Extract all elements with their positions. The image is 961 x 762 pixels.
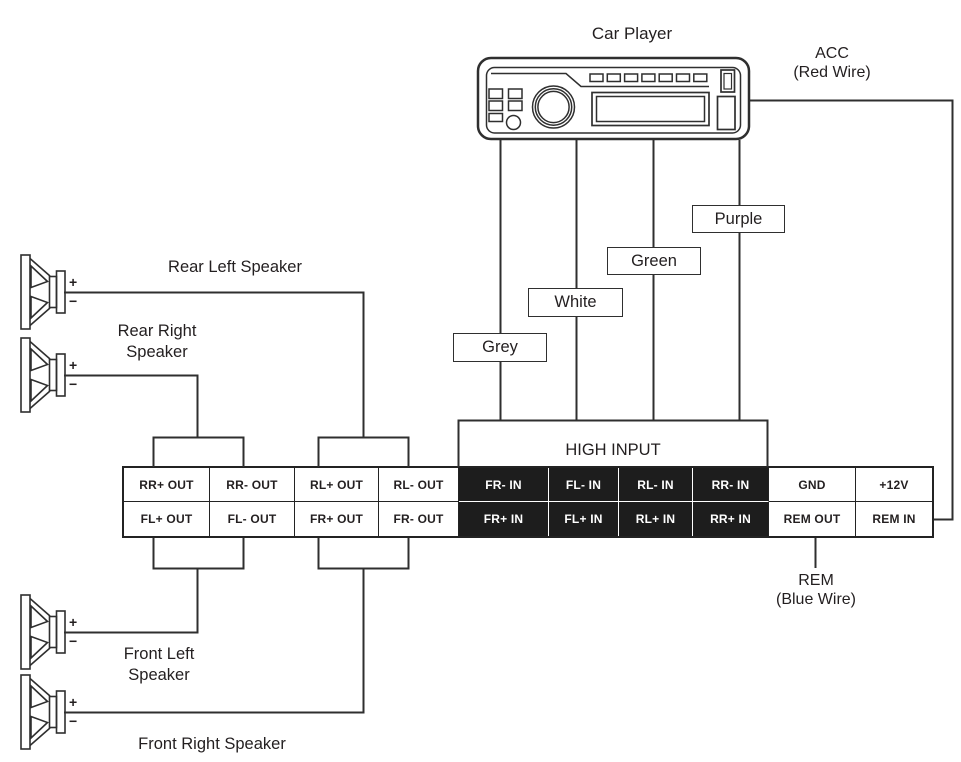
terminal-fl-minus-out: FL- OUT [210,502,295,536]
terminal-rr-plus-in: RR+ IN [693,502,769,536]
terminal-row-bottom: FL+ OUT FL- OUT FR+ OUT FR- OUT FR+ IN F… [124,502,932,536]
car-player-label: Car Player [591,24,673,43]
terminal-rl-plus-in: RL+ IN [619,502,693,536]
terminal-gnd: GND [769,468,856,502]
rear-right-plus-mark: + [69,357,78,373]
high-input-label: HIGH INPUT [565,441,661,459]
terminal-rl-minus-in: RL- IN [619,468,693,502]
terminal-fr-minus-in: FR- IN [459,468,549,502]
rem-wire-label-line2: (Blue Wire) [775,591,856,608]
terminal-rem-out: REM OUT [769,502,856,536]
terminal-fl-plus-out: FL+ OUT [124,502,210,536]
terminal-rr-minus-out: RR- OUT [210,468,295,502]
terminal-fr-plus-out: FR+ OUT [295,502,379,536]
acc-wire-label: ACC (Red Wire) [752,44,912,82]
rem-wire-label: REM (Blue Wire) [736,571,896,609]
rear-left-plus-mark: + [69,274,78,290]
front-left-plus-mark: + [69,614,78,630]
terminal-rr-plus-out: RR+ OUT [124,468,210,502]
wire-tag-purple: Purple [692,205,785,233]
front-right-plus-mark: + [69,694,78,710]
display-screen [591,91,710,127]
speaker-icons [20,254,66,750]
wire-tag-white: White [528,288,623,317]
front-left-speaker-label: Front Left Speaker [79,644,239,686]
terminal-rl-plus-out: RL+ OUT [295,468,379,502]
right-button-cluster [716,69,736,131]
rem-wire-label-line1: REM [798,572,834,589]
preset-buttons [589,73,708,83]
left-button-cluster [488,88,523,131]
front-right-speaker-icon [20,674,66,750]
wire-rear-right-speaker [64,374,199,437]
head-unit-trim-line [491,72,709,88]
terminal-fl-plus-in: FL+ IN [549,502,619,536]
bracket-fr-out [317,538,410,570]
terminal-fl-minus-in: FL- IN [549,468,619,502]
front-left-speaker-icon [20,594,66,670]
terminal-row-top: RR+ OUT RR- OUT RL+ OUT RL- OUT FR- IN F… [124,468,932,502]
wire-tag-grey: Grey [453,333,547,362]
front-right-speaker-label: Front Right Speaker [138,735,286,753]
wire-rear-left-speaker [64,291,365,437]
wire-front-right-speaker [64,568,365,714]
rear-right-speaker-label-line2: Speaker [126,343,188,361]
terminal-12v: +12V [856,468,932,502]
terminal-rem-in: REM IN [856,502,932,536]
acc-wire-label-line2: (Red Wire) [793,64,871,81]
front-left-speaker-label-line1: Front Left [123,645,195,663]
amplifier-terminal-block: RR+ OUT RR- OUT RL+ OUT RL- OUT FR- IN F… [122,466,934,538]
car-player-drawing [476,56,751,141]
bracket-fl-out [152,538,245,570]
volume-knob [531,85,576,129]
front-left-minus-mark: − [69,633,78,649]
terminal-rl-minus-out: RL- OUT [379,468,459,502]
rear-left-speaker-label: Rear Left Speaker [168,258,302,276]
rear-left-minus-mark: − [69,293,78,309]
head-unit-faceplate [476,56,751,141]
wire-front-left-speaker [64,568,199,634]
front-left-speaker-label-line2: Speaker [128,666,190,684]
front-right-minus-mark: − [69,713,78,729]
bracket-rr-out [152,436,245,467]
wire-tag-green: Green [607,247,701,275]
rear-right-speaker-label: Rear Right Speaker [77,321,237,363]
head-unit-panel [485,66,742,134]
acc-wire-label-line1: ACC [815,45,849,62]
terminal-fr-minus-out: FR- OUT [379,502,459,536]
rear-left-speaker-icon [20,254,66,330]
terminal-rr-minus-in: RR- IN [693,468,769,502]
terminal-fr-plus-in: FR+ IN [459,502,549,536]
rear-right-speaker-label-line1: Rear Right [117,322,197,340]
bracket-rl-out [317,436,410,467]
wire-acc [749,99,954,521]
rear-right-speaker-icon [20,337,66,413]
rear-right-minus-mark: − [69,376,78,392]
